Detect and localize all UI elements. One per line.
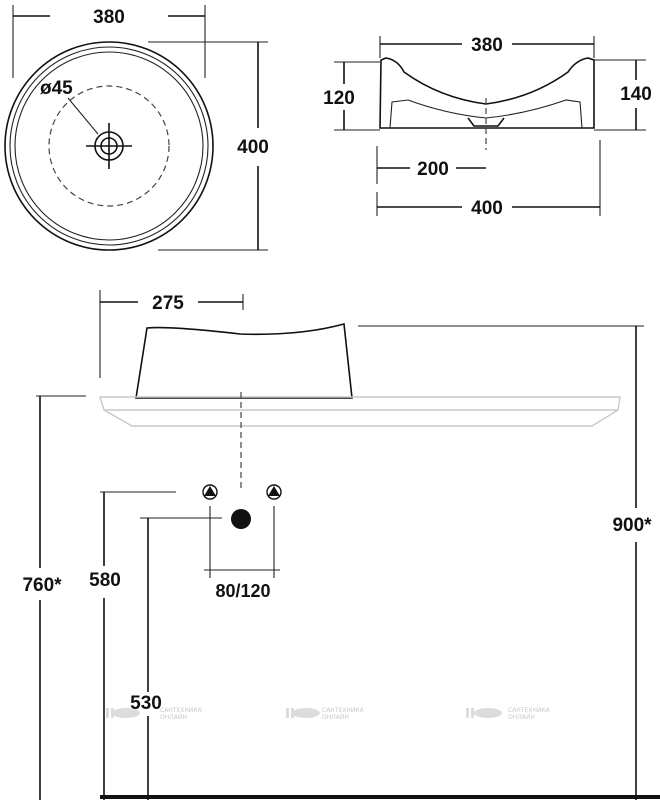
svg-text:ОНЛАЙН: ОНЛАЙН: [160, 714, 187, 721]
installation-view: 275 900* 760* 580 530: [22, 290, 660, 800]
top-view: ø45 380 400: [4, 5, 269, 251]
countertop: [99, 396, 621, 427]
top-height-label: 400: [237, 137, 269, 158]
counter-height-label: 760*: [22, 575, 62, 596]
drain-leader-line: [67, 97, 99, 135]
svg-text:САНТЕХНИКА: САНТЕХНИКА: [508, 707, 551, 714]
basin-outer-rim: [4, 41, 214, 251]
svg-text:ОНЛАЙН: ОНЛАЙН: [508, 714, 535, 721]
cold-water-tap-icon: [202, 484, 218, 500]
side-left-height-label: 120: [323, 88, 355, 109]
drain-outlet-icon: [231, 509, 251, 529]
watermark-logo: САНТЕХНИКА ОНЛАЙН: [106, 707, 203, 721]
svg-text:САНТЕХНИКА: САНТЕХНИКА: [322, 707, 365, 714]
basin-inner-curve: [389, 99, 583, 129]
total-height-label: 900*: [612, 515, 652, 536]
hot-water-tap-icon: [266, 484, 282, 500]
side-base-width-label: 400: [471, 198, 503, 219]
tap-spacing-label: 80/120: [215, 581, 270, 601]
side-view: 380 120 140 200 400: [323, 35, 652, 219]
basin-inner-rim-2: [14, 51, 204, 241]
basin-inner-rim: [9, 46, 209, 246]
installation-offset-label: 275: [152, 293, 184, 314]
basin-bowl-contour: [48, 85, 170, 207]
top-width-label: 380: [93, 7, 125, 28]
svg-text:САНТЕХНИКА: САНТЕХНИКА: [160, 707, 203, 714]
tap-height-label: 580: [89, 570, 121, 591]
side-top-width-label: 380: [471, 35, 503, 56]
watermark-group: САНТЕХНИКА ОНЛАЙН САНТЕХНИКА ОНЛАЙН САНТ…: [106, 707, 551, 721]
drain-height-label: 530: [130, 693, 162, 714]
side-drain-offset-label: 200: [417, 159, 449, 180]
drain-outlet: [467, 117, 505, 127]
side-right-height-label: 140: [620, 84, 652, 105]
svg-text:ОНЛАЙН: ОНЛАЙН: [322, 714, 349, 721]
drain-diameter-label: ø45: [40, 78, 73, 99]
watermark-logo: САНТЕХНИКА ОНЛАЙН: [466, 707, 551, 721]
watermark-logo: САНТЕХНИКА ОНЛАЙН: [286, 707, 365, 721]
basin-elevation: [135, 322, 353, 399]
